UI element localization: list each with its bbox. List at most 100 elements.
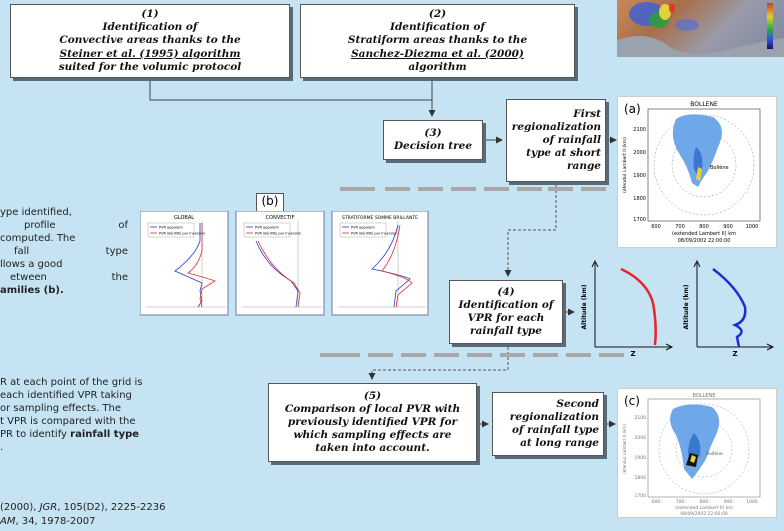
vpr-red-curve [620,267,657,346]
box-decision-tree: (3) Decision tree [383,120,483,160]
box4-line2: VPR for each [467,312,545,324]
box4-line3: rainfall type [470,325,542,338]
side1-l6b: the [111,272,128,283]
box1-line1: Identification of [102,21,198,34]
panel-c-ytick-4: 1700 [635,493,647,499]
box2-line1: Identification of [390,21,485,34]
side1-l6: etween [10,272,47,283]
ref2-journal: AM [0,516,16,527]
radar-map-svg [617,2,784,57]
first-line1: First [573,107,601,120]
panel-a-ytick-1: 2000 [633,150,646,156]
box-second-regionalization: Second regionalization of rainfall type … [492,392,604,456]
panel-c-title: BOLLENE [693,393,716,399]
panel-c-ytick-0: 2100 [635,415,647,421]
chart-stratiforme-title: STRATIFORME SOMME BRILLANTE [342,215,418,221]
box5-line3: which sampling effects are [293,429,452,442]
panel-c-svg: (c) BOLLENE Bollène 2100 2000 1900 1800 … [622,393,761,517]
panel-a-ylabel: (étendu) Lambert II (km) [621,137,628,193]
vpr-blue-ylabel: Altitude (km) [683,284,690,329]
second-line4: at long range [520,437,599,450]
second-line2: regionalization [509,410,599,423]
chart-convectif-legend2: PVR identifie par inversion [255,232,301,236]
side1-l2: profile [24,220,56,231]
chart-convectif: CONVECTIF PVR apparent PVR identifie par… [235,210,325,316]
panel-a-xlabel: (extended Lambert II) km [672,231,736,237]
side2-l1: R at each point of the grid is [0,377,143,388]
reference-1: (2000), JGR, 105(D2), 2225-2236 [0,502,165,513]
box-first-regionalization: First regionalization of rainfall type a… [506,99,606,182]
panel-c-ytick-3: 1800 [635,475,647,481]
panel-a-ytick-4: 1700 [633,217,646,223]
side2-l2: each identified VPR taking [0,390,132,401]
box2-number: (2) [428,8,447,21]
panel-a-xtick-4: 1000 [746,224,759,230]
panel-a-map: (a) BOLLENE Bollène 2100 2000 1900 1800 … [617,96,777,248]
box-comparison-local-pvr: (5) Comparison of local PVR with previou… [268,383,477,462]
box-stratiform-identification: (2) Identification of Stratiform areas t… [300,4,575,78]
chart-stratiforme-legend2: PVR identifié par inversion [351,232,397,236]
first-line2: regionalization [511,120,601,133]
vpr-red-xlabel: Z [630,350,635,357]
box2-line3: Sanchez-Diezma et al. (2000) [351,47,524,60]
panel-a-xtick-3: 900 [723,224,733,230]
vpr-profile-plots: Altitude (km) Z Altitude (km) Z [577,257,777,358]
second-line3: of rainfall type [511,424,599,436]
chart-convectif-title: CONVECTIF [266,215,295,221]
panel-a-date: 08/09/2002 22:00:00 [678,238,731,244]
panel-c-xlabel: (extended Lambert II) km [675,505,733,511]
panel-b-svg: GLOBAL PVR apparent PVR identifié par in… [139,210,429,316]
panel-a-label: (a) [624,102,641,116]
box4-line1: Identification of [458,298,554,311]
panel-a-place: Bollène [710,164,729,171]
panel-c-xtick-4: 1000 [746,499,758,505]
box3-line1: Decision tree [393,140,473,152]
chart-stratiforme: STRATIFORME SOMME BRILLANTE PVR apparent… [331,210,429,316]
box1-number: (1) [141,8,159,21]
panel-a-ytick-2: 1900 [633,173,646,179]
side2-l6: . [0,442,4,453]
box-convective-identification: (1) Identification of Convective areas t… [10,4,290,78]
ref1-journal: JGR [39,502,58,513]
box5-line4: taken into account. [315,442,430,455]
box5-line2: previously identified VPR for [287,415,458,428]
vpr-blue-xlabel: Z [732,350,737,357]
panel-c-place: Bollène [706,450,723,457]
panel-c-ylabel: (étendu) Lambert II (km) [622,424,627,474]
box2-line4: algorithm [408,60,467,73]
panel-b-charts: GLOBAL PVR apparent PVR identifié par in… [139,210,430,316]
chart-stratiforme-legend1: PVR apparent [351,226,376,230]
panel-a-ytick-3: 1800 [633,196,646,202]
first-line4: type at short [526,147,601,160]
side1-l5: llows a good [0,259,63,270]
first-line5: range [567,160,601,173]
vpr-red-plot: Altitude (km) Z [581,259,674,358]
panel-c-label: (c) [624,394,640,408]
panel-c-xtick-1: 700 [676,499,685,505]
ref1-part-c: , 105(D2), 2225-2236 [57,502,166,513]
panel-a-ytick-0: 2100 [633,127,646,133]
box5-number: (5) [363,389,382,402]
panel-c-date: 08/09/2002 22:00:00 [680,511,728,517]
vpr-red-ylabel: Altitude (km) [581,284,588,329]
panel-c-ytick-1: 2000 [635,435,647,441]
arrow-vpr-to-comparison [368,347,509,380]
panel-c-map: (c) BOLLENE Bollène 2100 2000 1900 1800 … [617,388,777,518]
panel-a-xtick-1: 700 [675,224,685,230]
box-vpr-identification: (4) Identification of VPR for each rainf… [449,280,563,344]
box1-line4: suited for the volumic protocol [58,60,242,73]
box3-number: (3) [424,126,442,139]
chart-global-legend2: PVR identifié par inversion [159,232,205,236]
side1-l4b: type [105,246,128,257]
vpr-blue-curve [712,268,747,348]
side-text-lower: R at each point of the grid is each iden… [0,376,262,454]
radar-map-image [617,0,784,57]
vpr-blue-plot: Altitude (km) Z [683,259,775,358]
panel-a-title: BOLLENE [690,101,718,108]
side1-l2b: of [118,220,128,231]
box5-line1: Comparison of local PVR with [284,402,461,415]
reference-2: AM, 34, 1978-2007 [0,516,95,531]
panel-b-label: (b) [256,193,284,212]
